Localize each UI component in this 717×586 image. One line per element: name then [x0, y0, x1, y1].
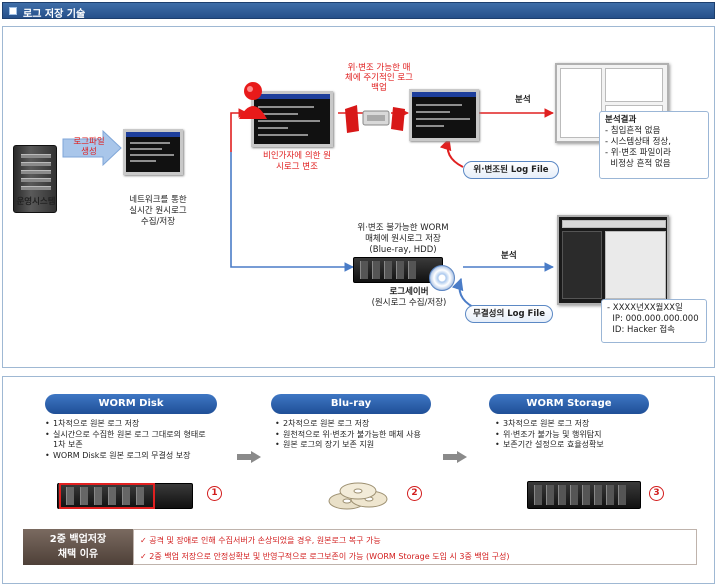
backup-media-icon	[345, 105, 405, 133]
worm-storage-header: WORM Storage	[489, 394, 649, 414]
bullet-item: 3차적으로 원본 로그 저장	[495, 419, 695, 430]
log-saver-label: 로그세이버	[389, 287, 429, 297]
intruder-icon	[239, 82, 267, 119]
tier-badge-1: 1	[207, 486, 222, 501]
collector-terminal	[123, 129, 183, 175]
worm-disk-header: WORM Disk	[45, 394, 217, 414]
header-square-icon	[9, 7, 17, 15]
worm-disk-bullets: 1차적으로 원본 로그 저장 실시간으로 수집한 원본 로그 그대로의 형태로 …	[45, 419, 235, 461]
section-title: 로그 저장 기술	[23, 9, 86, 20]
periodic-backup-label: 위·변조 가능한 매 체에 주기적인 로그 백업	[345, 63, 413, 93]
log-saver-device-icon	[353, 257, 443, 283]
upper-result-line: 비정상 흔적 없음	[605, 159, 671, 169]
worm-disk-highlight	[59, 483, 155, 509]
lower-result-line: ID: Hacker 접속	[607, 325, 675, 335]
upper-result-line: - 침입흔적 없음	[605, 126, 661, 136]
lower-result-box: - XXXX년XX월XX일 IP: 000.000.000.000 ID: Ha…	[601, 299, 707, 343]
integrity-log-file-pill: 무결성의 Log File	[465, 305, 553, 323]
section-header: 로그 저장 기술	[2, 2, 715, 20]
log-gen-arrow	[62, 129, 122, 167]
tier-arrow-icon	[443, 451, 467, 463]
upper-result-line: - 시스템상태 정상,	[605, 137, 671, 147]
bullet-item: 원천적으로 위·변조가 불가능한 매체 사용	[275, 430, 465, 441]
tampered-log-file-pill: 위·변조된 Log File	[463, 161, 559, 179]
backup-tiers-panel: WORM Disk 1차적으로 원본 로그 저장 실시간으로 수집한 원본 로그…	[2, 376, 715, 584]
worm-storage-device-icon	[527, 481, 641, 509]
os-label: 운영시스템	[16, 197, 56, 207]
bullet-item: 2차적으로 원본 로그 저장	[275, 419, 465, 430]
log-gen-label: 로그파일 생성	[73, 137, 105, 157]
tier-badge-3: 3	[649, 486, 664, 501]
tampered-curve-arrow	[439, 137, 464, 168]
reason-box: ✓ 공격 및 장애로 인해 수집서버가 손상되었을 경우, 원본로그 복구 가능…	[133, 529, 697, 565]
red-flow-path	[230, 108, 248, 152]
reason-label: 2중 백업저장 채택 이유	[23, 529, 133, 565]
blu-ray-disc-icon	[429, 265, 455, 291]
lower-analysis-screenshot	[557, 215, 669, 305]
lower-result-line: IP: 000.000.000.000	[607, 314, 699, 324]
worm-media-label: 위·변조 불가능한 WORM 매체에 원시로그 저장 (Blue-ray, HD…	[357, 223, 449, 255]
tier-badge-2: 2	[407, 486, 422, 501]
analysis-lower-label: 분석	[501, 251, 517, 261]
lower-result-line: - XXXX년XX월XX일	[607, 303, 683, 313]
bullet-item: 보존기간 설정으로 효율성확보	[495, 440, 695, 451]
network-collect-label: 네트워크를 통한 실시간 원시로그 수집/저장	[129, 195, 187, 227]
blu-ray-bullets: 2차적으로 원본 로그 저장 원천적으로 위·변조가 불가능한 매체 사용 원본…	[275, 419, 465, 451]
flow-lines	[62, 108, 554, 308]
bullet-item: 위·변조가 불가능 및 행위탐지	[495, 430, 695, 441]
analysis-upper-label: 분석	[515, 95, 531, 105]
backup-terminal	[409, 89, 479, 141]
bullet-item: 원본 로그의 장기 보존 지원	[275, 440, 465, 451]
worm-storage-bullets: 3차적으로 원본 로그 저장 위·변조가 불가능 및 행위탐지 보존기간 설정으…	[495, 419, 695, 451]
blue-flow-path	[230, 152, 354, 272]
bullet-item: 1차적으로 원본 로그 저장	[45, 419, 235, 430]
blu-ray-header: Blu-ray	[271, 394, 431, 414]
os-server-icon	[13, 145, 57, 213]
tamper-label: 비인가자에 의한 원 시로그 변조	[263, 151, 331, 172]
reason-line: ✓ 2중 백업 저장으로 안정성확보 및 반영구적으로 로그보존이 가능 (WO…	[140, 552, 510, 561]
upper-result-box: 분석결과 - 침입흔적 없음 - 시스템상태 정상, - 위·변조 파일이라 비…	[599, 111, 709, 179]
upper-result-title: 분석결과	[605, 115, 637, 125]
upper-result-line: - 위·변조 파일이라	[605, 148, 671, 158]
log-saver-sublabel: (원시로그 수집/저장)	[371, 298, 447, 308]
tier-arrow-icon	[237, 451, 261, 463]
bullet-item: WORM Disk로 원본 로그의 무결성 보장	[45, 451, 235, 462]
blu-ray-disc-stack-icon	[328, 482, 388, 510]
reason-line: ✓ 공격 및 장애로 인해 수집서버가 손상되었을 경우, 원본로그 복구 가능	[140, 536, 381, 545]
bullet-item: 실시간으로 수집한 원본 로그 그대로의 형태로 1차 보존	[45, 430, 235, 451]
log-flow-diagram: 운영시스템 로그파일 생성 네트워크를 통한 실시간 원시로그 수집/저장 비인…	[2, 26, 715, 368]
